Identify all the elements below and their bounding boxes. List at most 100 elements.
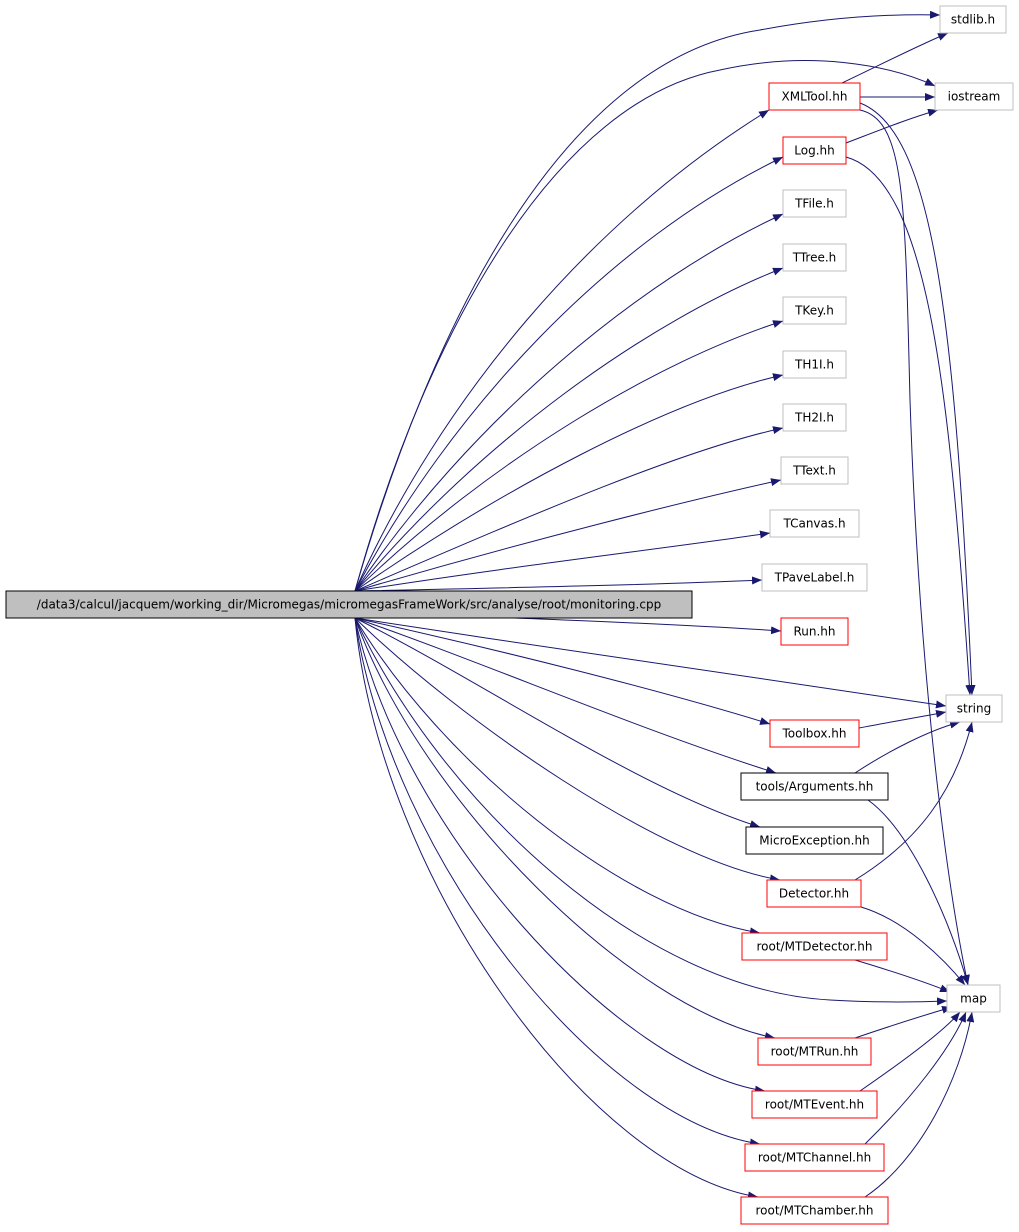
node-mtdetector-label: root/MTDetector.hh (757, 940, 873, 954)
node-mtchamber-box (740, 1196, 889, 1225)
node-th2i-label: TH2I.h (794, 411, 834, 425)
node-tpavelabel[interactable]: TPaveLabel.h (761, 563, 868, 592)
node-tcanvas-box (769, 509, 860, 538)
node-detector[interactable]: Detector.hh (766, 879, 862, 908)
node-th2i-box (782, 403, 847, 432)
node-microexception-box (745, 826, 884, 855)
node-ttree[interactable]: TTree.h (782, 243, 847, 272)
node-arguments[interactable]: tools/Arguments.hh (740, 772, 889, 801)
edge-root-to-ttext (354, 478, 782, 592)
edge-mtrun-to-map (854, 1006, 953, 1039)
edge-root-to-tfile (354, 213, 784, 592)
edge-root-to-mtchannel (354, 617, 761, 1147)
node-tfile[interactable]: TFile.h (782, 189, 847, 218)
node-detector-box (766, 879, 862, 908)
node-mtdetector[interactable]: root/MTDetector.hh (741, 932, 888, 961)
root-file-box (5, 590, 693, 619)
node-map[interactable]: map (946, 984, 1001, 1013)
root-file-node: /data3/calcul/jacquem/working_dir/Microm… (5, 590, 693, 619)
node-th2i[interactable]: TH2I.h (782, 403, 847, 432)
edge-root-to-mtevent (354, 617, 766, 1094)
edge-root-to-xmltool (354, 109, 770, 592)
edge-detector-to-string (854, 721, 974, 881)
node-mtchamber-label: root/MTChamber.hh (756, 1204, 874, 1218)
edge-arguments-to-string (854, 720, 961, 774)
node-tkey-box (782, 296, 847, 325)
node-map-box (946, 984, 1001, 1013)
node-tcanvas[interactable]: TCanvas.h (769, 509, 860, 538)
node-ttext[interactable]: TText.h (780, 456, 849, 485)
node-ttext-label: TText.h (792, 464, 836, 478)
node-string-label: string (957, 702, 991, 716)
node-run-box (780, 617, 849, 646)
edge-root-to-ttree (354, 267, 784, 592)
node-tpavelabel-box (761, 563, 868, 592)
node-stdlib-box (939, 5, 1007, 34)
node-ttree-box (782, 243, 847, 272)
node-ttext-box (780, 456, 849, 485)
node-run[interactable]: Run.hh (780, 617, 849, 646)
node-microexception-label: MicroException.hh (759, 834, 869, 848)
node-xmltool[interactable]: XMLTool.hh (768, 82, 861, 111)
edge-root-to-th2i (354, 426, 784, 592)
node-string-box (945, 694, 1003, 723)
node-th1i[interactable]: TH1I.h (782, 350, 847, 379)
edge-root-to-microexception (354, 617, 761, 828)
node-mtrun[interactable]: root/MTRun.hh (757, 1037, 872, 1066)
node-tpavelabel-label: TPaveLabel.h (774, 571, 855, 585)
node-th1i-label: TH1I.h (794, 358, 834, 372)
node-tkey-label: TKey.h (794, 304, 834, 318)
edge-mtdetector-to-map (854, 959, 951, 993)
edge-root-to-th1i (354, 373, 784, 592)
node-string[interactable]: string (945, 694, 1003, 723)
node-mtchannel-box (744, 1143, 885, 1172)
edge-root-to-mtrun (354, 617, 776, 1041)
node-tkey[interactable]: TKey.h (782, 296, 847, 325)
node-mtevent-box (751, 1090, 878, 1119)
edge-root-to-tkey (354, 320, 784, 592)
node-stdlib[interactable]: stdlib.h (939, 5, 1007, 34)
node-toolbox[interactable]: Toolbox.hh (769, 719, 860, 748)
edge-root-to-map (354, 617, 948, 1006)
node-stdlib-label: stdlib.h (951, 13, 995, 27)
edge-root-to-tpavelabel (354, 576, 763, 592)
node-tfile-box (782, 189, 847, 218)
edge-xmltool-to-string (859, 102, 976, 696)
edge-log-to-iostream (845, 108, 939, 144)
node-mtchamber[interactable]: root/MTChamber.hh (740, 1196, 889, 1225)
node-iostream-label: iostream (948, 90, 1001, 104)
node-iostream-box (934, 82, 1014, 111)
node-run-label: Run.hh (793, 625, 835, 639)
node-xmltool-label: XMLTool.hh (782, 90, 848, 104)
node-log-label: Log.hh (794, 144, 834, 158)
edge-mtevent-to-map (859, 1011, 961, 1092)
node-toolbox-box (769, 719, 860, 748)
edge-root-to-iostream (354, 60, 936, 592)
nodes-layer: /data3/calcul/jacquem/working_dir/Microm… (5, 5, 1014, 1225)
node-detector-label: Detector.hh (779, 887, 849, 901)
edge-root-to-mtdetector (354, 617, 761, 936)
node-mtchannel[interactable]: root/MTChannel.hh (744, 1143, 885, 1172)
node-mtdetector-box (741, 932, 888, 961)
edge-root-to-tcanvas (354, 530, 771, 592)
edge-log-to-string (845, 156, 974, 696)
node-mtevent[interactable]: root/MTEvent.hh (751, 1090, 878, 1119)
edge-mtchamber-to-map (864, 1011, 975, 1198)
node-toolbox-label: Toolbox.hh (781, 727, 846, 741)
node-log-box (782, 136, 847, 165)
root-file-label: /data3/calcul/jacquem/working_dir/Microm… (37, 598, 661, 612)
node-log[interactable]: Log.hh (782, 136, 847, 165)
edges-layer (354, 10, 976, 1200)
edge-arguments-to-map (867, 799, 970, 986)
node-th1i-box (782, 350, 847, 379)
edge-root-to-string (354, 617, 947, 709)
node-mtrun-label: root/MTRun.hh (771, 1045, 859, 1059)
edge-root-to-toolbox (354, 617, 771, 725)
node-xmltool-box (768, 82, 861, 111)
edge-root-to-log (354, 156, 784, 592)
node-arguments-label: tools/Arguments.hh (756, 780, 874, 794)
node-microexception[interactable]: MicroException.hh (745, 826, 884, 855)
edge-root-to-mtchamber (354, 617, 759, 1200)
node-iostream[interactable]: iostream (934, 82, 1014, 111)
